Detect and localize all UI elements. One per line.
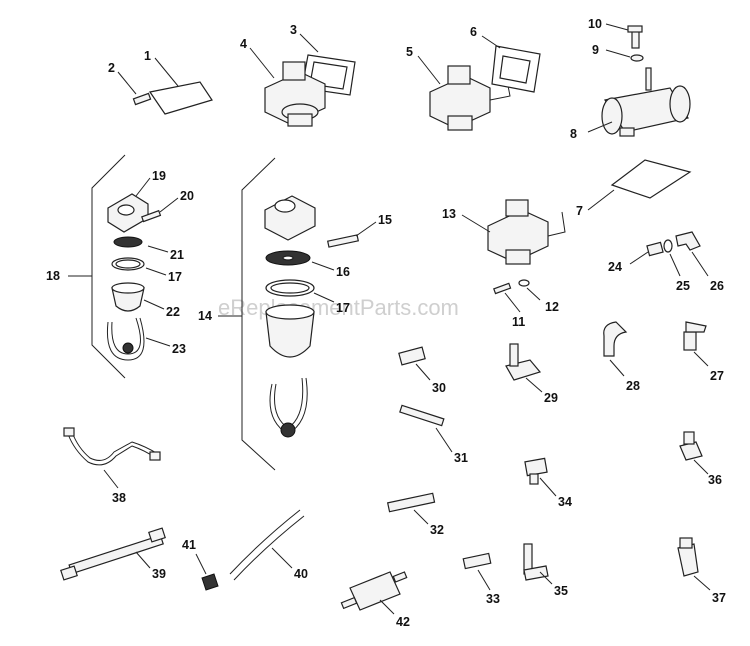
callout-37: 37 (712, 591, 726, 605)
part-29-elbow[interactable] (505, 343, 543, 393)
callout-20: 20 (180, 189, 194, 203)
callout-18: 18 (46, 269, 60, 283)
callout-26: 26 (710, 279, 724, 293)
callout-2: 2 (108, 61, 115, 75)
callout-31: 31 (454, 451, 468, 465)
group-bracket-14 (218, 157, 276, 471)
part-17-seal-ring-large[interactable] (265, 279, 335, 303)
callout-19: 19 (152, 169, 166, 183)
callout-30: 30 (432, 381, 446, 395)
part-15-bleed-screw[interactable] (326, 221, 377, 248)
part-33-pipe-nipple[interactable] (462, 552, 492, 591)
callout-35: 35 (554, 584, 568, 598)
callout-12: 12 (545, 300, 559, 314)
part-4-fuel-pump[interactable] (249, 47, 326, 127)
part-1-gasket[interactable] (148, 57, 213, 115)
callout-17b: 17 (336, 301, 350, 315)
callout-34: 34 (558, 495, 572, 509)
part-20-bleed-screw[interactable] (141, 197, 179, 223)
part-filter-head-large[interactable] (264, 195, 316, 241)
callout-24: 24 (608, 260, 622, 274)
callout-32: 32 (430, 523, 444, 537)
callout-29: 29 (544, 391, 558, 405)
part-27-fitting[interactable] (683, 321, 709, 367)
part-42-inline-filter[interactable] (340, 571, 408, 615)
callout-41: 41 (182, 538, 196, 552)
part-22-filter-bowl[interactable] (111, 282, 165, 312)
callout-28: 28 (626, 379, 640, 393)
part-5-fuel-pump[interactable] (417, 55, 511, 131)
part-19-filter-head[interactable] (107, 177, 151, 233)
callout-9: 9 (592, 43, 599, 57)
part-13-fuel-pump[interactable] (461, 199, 566, 265)
callout-6: 6 (470, 25, 477, 39)
callout-16: 16 (336, 265, 350, 279)
part-11-screw[interactable] (493, 282, 521, 313)
part-36-fitting[interactable] (679, 431, 709, 475)
part-2-screw[interactable] (117, 71, 152, 106)
callout-38: 38 (112, 491, 126, 505)
part-filter-bowl-large[interactable] (265, 304, 315, 358)
part-30-fitting[interactable] (398, 346, 431, 381)
part-bail-large[interactable] (269, 377, 308, 438)
part-35-elbow[interactable] (523, 543, 553, 585)
callout-39: 39 (152, 567, 166, 581)
callout-10: 10 (588, 17, 602, 31)
group-bracket-18 (68, 154, 126, 379)
part-37-elbow[interactable] (677, 537, 711, 591)
part-21-filter-element[interactable] (113, 236, 169, 253)
callout-40: 40 (294, 567, 308, 581)
part-32-pipe-nipple[interactable] (386, 492, 436, 525)
part-26-elbow[interactable] (675, 231, 709, 277)
callout-25: 25 (676, 279, 690, 293)
callout-21: 21 (170, 248, 184, 262)
callout-23: 23 (172, 342, 186, 356)
callout-7: 7 (576, 204, 583, 218)
part-10-bolt[interactable] (605, 23, 643, 49)
callout-22: 22 (166, 305, 180, 319)
callout-13: 13 (442, 207, 456, 221)
part-24-fitting[interactable] (629, 241, 664, 265)
part-38-fuel-line[interactable] (63, 427, 161, 489)
callout-5: 5 (406, 45, 413, 59)
part-25-washer[interactable] (663, 239, 681, 277)
callout-42: 42 (396, 615, 410, 629)
part-7-bracket[interactable] (587, 159, 692, 211)
callout-4: 4 (240, 37, 247, 51)
callout-17a: 17 (168, 270, 182, 284)
callout-3: 3 (290, 23, 297, 37)
callout-8: 8 (570, 127, 577, 141)
callout-15: 15 (378, 213, 392, 227)
part-41-clamp[interactable] (195, 553, 219, 591)
part-39-hose[interactable] (60, 527, 166, 581)
part-34-tee[interactable] (524, 457, 557, 497)
part-16-filter-element[interactable] (265, 250, 335, 271)
part-28-elbow-hose[interactable] (603, 321, 628, 377)
part-23-bail[interactable] (106, 317, 171, 361)
callout-36: 36 (708, 473, 722, 487)
callout-27: 27 (710, 369, 724, 383)
callout-14: 14 (198, 309, 212, 323)
callout-1: 1 (144, 49, 151, 63)
callout-11: 11 (512, 315, 525, 329)
part-31-pipe-nipple[interactable] (399, 404, 453, 453)
part-8-electric-fuel-pump[interactable] (587, 67, 691, 137)
watermark: eReplacementParts.com (218, 295, 459, 320)
part-9-washer[interactable] (605, 49, 644, 62)
callout-33: 33 (486, 592, 500, 606)
part-12-washer[interactable] (518, 279, 541, 301)
part-6-gasket[interactable] (481, 35, 541, 93)
part-40-fuel-hose[interactable] (229, 509, 305, 581)
part-17-seal-ring[interactable] (111, 257, 167, 276)
